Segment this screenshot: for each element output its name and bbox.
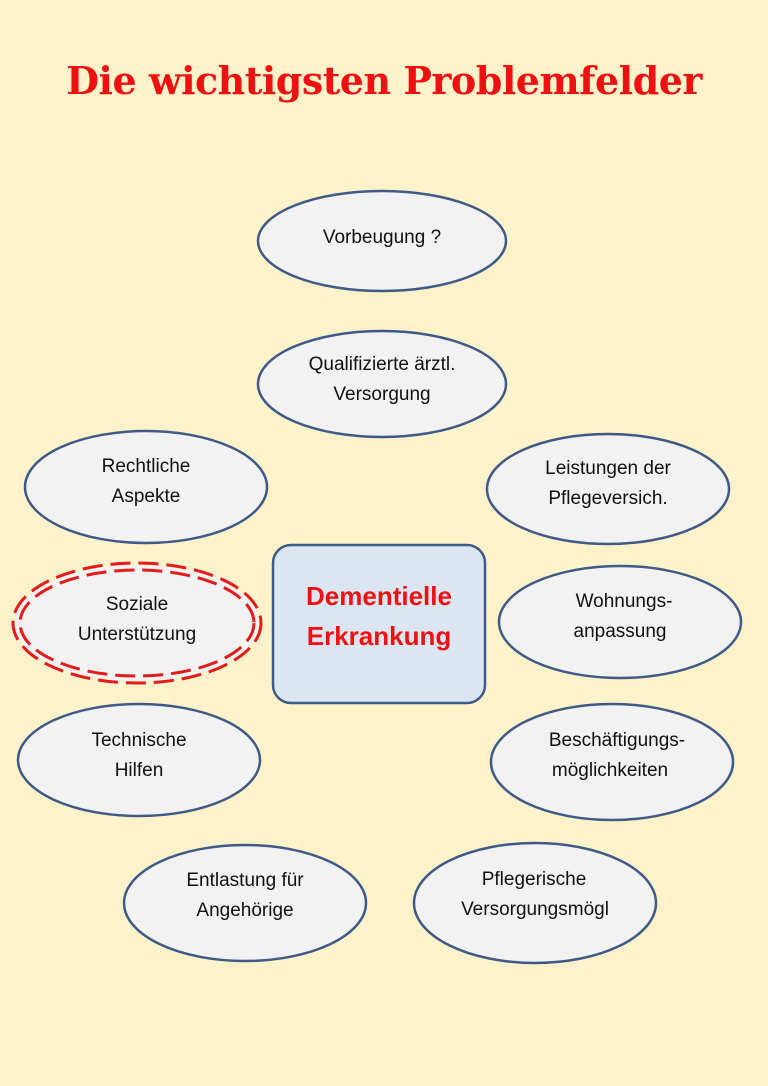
node-beschaeftigung-label-2: möglichkeiten	[552, 760, 668, 781]
node-entlastung-angehoerige: Entlastung für Angehörige	[122, 843, 368, 963]
node-rechtliche-aspekte: Rechtliche Aspekte	[23, 429, 269, 545]
node-leistungen-ellipse	[485, 432, 731, 546]
node-rechtliche-label-2: Aspekte	[112, 486, 181, 507]
node-technische-label-1: Technische	[91, 730, 186, 751]
node-leistungen-pflegeversicherung: Leistungen der Pflegeversich.	[485, 432, 731, 546]
node-soziale-highlight-inner	[18, 568, 256, 678]
node-vorbeugung: Vorbeugung ?	[256, 189, 508, 293]
node-wohnung-label-2: anpassung	[574, 621, 667, 642]
node-vorbeugung-label: Vorbeugung ?	[323, 227, 441, 248]
node-pflegerische-versorgung: Pflegerische Versorgungsmögl	[412, 841, 658, 965]
node-beschaeftigung-ellipse	[489, 702, 735, 822]
node-leistungen-label-2: Pflegeversich.	[548, 488, 667, 509]
node-soziale-label-1: Soziale	[106, 594, 168, 615]
node-entlastung-label-2: Angehörige	[196, 900, 293, 921]
node-soziale-unterstuetzung: Soziale Unterstützung	[11, 561, 263, 685]
node-wohnung-label-1: Wohnungs-	[576, 591, 673, 612]
node-soziale-label-2: Unterstützung	[78, 624, 196, 645]
node-rechtliche-ellipse	[23, 429, 269, 545]
center-node-dementielle-erkrankung: Dementielle Erkrankung	[271, 543, 487, 705]
node-pflegerische-ellipse	[412, 841, 658, 965]
node-qualifizierte-versorgung: Qualifizierte ärztl. Versorgung	[256, 329, 508, 439]
center-node-label-2: Erkrankung	[307, 621, 452, 651]
node-vorbeugung-ellipse	[256, 189, 508, 293]
node-entlastung-label-1: Entlastung für	[186, 870, 304, 891]
node-technische-ellipse	[16, 702, 262, 818]
node-qualifizierte-label-1: Qualifizierte ärztl.	[309, 354, 456, 375]
node-pflegerische-label-1: Pflegerische	[482, 869, 587, 890]
node-wohnungsanpassung: Wohnungs- anpassung	[497, 564, 743, 680]
node-beschaeftigungsmoeglichkeiten: Beschäftigungs- möglichkeiten	[489, 702, 735, 822]
node-soziale-highlight-outer	[11, 561, 263, 685]
node-pflegerische-label-2: Versorgungsmögl	[461, 899, 609, 920]
node-leistungen-label-1: Leistungen der	[545, 458, 671, 479]
node-entlastung-ellipse	[122, 843, 368, 963]
node-rechtliche-label-1: Rechtliche	[102, 456, 191, 477]
node-beschaeftigung-label-1: Beschäftigungs-	[549, 730, 685, 751]
center-node-label-1: Dementielle	[306, 581, 452, 611]
node-soziale-ellipse	[15, 565, 259, 681]
center-node-box	[271, 543, 487, 705]
node-technische-hilfen: Technische Hilfen	[16, 702, 262, 818]
node-qualifizierte-ellipse	[256, 329, 508, 439]
node-wohnung-ellipse	[497, 564, 743, 680]
page-title: Die wichtigsten Problemfelder	[66, 58, 702, 103]
node-technische-label-2: Hilfen	[115, 760, 164, 781]
node-qualifizierte-label-2: Versorgung	[333, 384, 430, 405]
